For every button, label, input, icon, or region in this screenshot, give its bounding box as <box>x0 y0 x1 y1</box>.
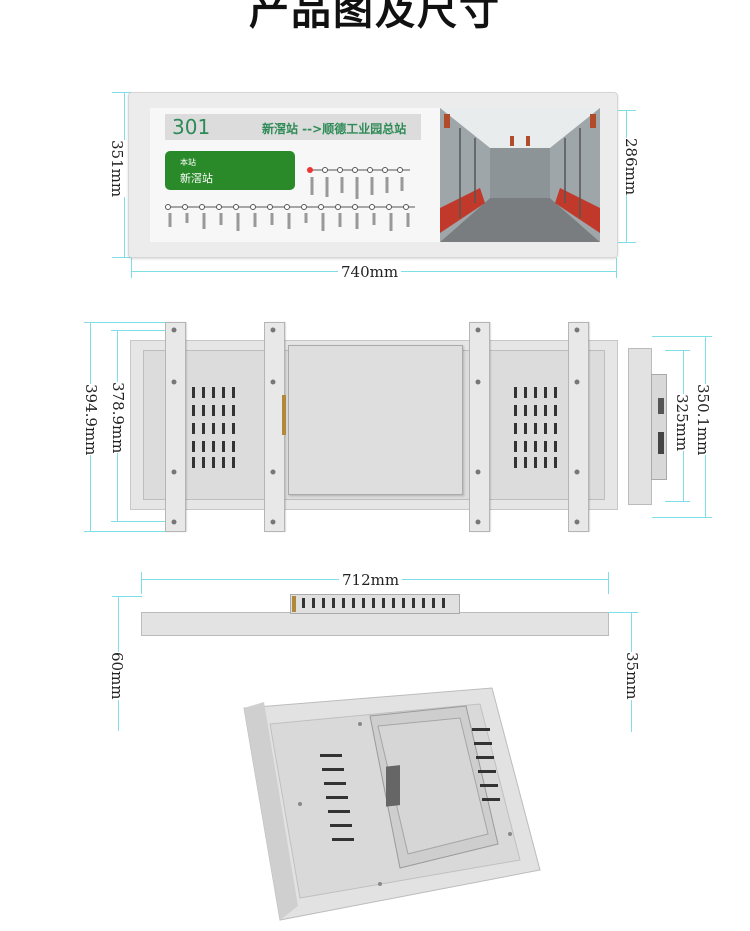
train-interior-illustration <box>440 108 600 242</box>
dim-line <box>84 531 174 532</box>
dim-line <box>111 521 173 522</box>
dim-depth-body: 35mm <box>621 652 643 700</box>
dim-side-outer: 350.1mm <box>692 384 714 456</box>
dim-back-outer-height: 394.9mm <box>80 384 102 456</box>
dim-line <box>652 517 712 518</box>
route-number: 301 <box>172 115 211 139</box>
vent-grille-right <box>514 387 557 468</box>
port-icon <box>658 432 664 454</box>
vent-grille-left <box>192 387 235 468</box>
dim-line <box>112 92 132 93</box>
station-line-graphic <box>165 167 415 231</box>
port-icon <box>658 398 664 414</box>
route-text: 新滘站 -->顺德工业园总站 <box>262 122 407 136</box>
mounting-bracket <box>568 322 589 532</box>
bottom-housing <box>141 612 609 636</box>
dim-line <box>616 258 617 278</box>
dim-line <box>652 336 712 337</box>
dim-line <box>111 330 173 331</box>
mounting-bracket <box>165 322 186 532</box>
dim-line <box>141 572 142 594</box>
dim-line <box>131 258 132 278</box>
bracket-holes <box>171 327 580 525</box>
page-title: 产品图及尺寸 <box>249 0 501 34</box>
dim-line <box>112 596 142 597</box>
control-box <box>288 345 463 495</box>
dim-bottom-width: 712mm <box>339 572 403 588</box>
dim-side-inner: 325mm <box>671 394 693 452</box>
perspective-product-photo <box>243 687 541 921</box>
dim-line <box>665 501 690 502</box>
antenna-icon <box>282 395 286 435</box>
dim-line <box>84 322 174 323</box>
train-interior-image <box>440 108 600 242</box>
dim-front-height: 351mm <box>106 140 128 198</box>
side-bracket <box>651 374 667 480</box>
dim-depth-total: 60mm <box>106 652 128 700</box>
dim-line <box>600 242 636 243</box>
side-housing <box>628 348 652 505</box>
dim-line <box>608 612 638 613</box>
current-station-label: 本站 <box>180 158 196 167</box>
dim-line <box>112 257 132 258</box>
current-station-name: 新滘站 <box>180 172 213 185</box>
dim-screen-height: 286mm <box>620 138 642 196</box>
route-bar <box>165 114 421 140</box>
dim-back-inner-height: 378.9mm <box>107 382 129 454</box>
dim-line <box>600 110 636 111</box>
dim-front-width: 740mm <box>338 264 402 280</box>
bottom-vent-slots <box>302 598 445 608</box>
dim-line <box>608 572 609 594</box>
dim-line <box>665 350 690 351</box>
mounting-bracket <box>469 322 490 532</box>
current-station-box <box>165 151 295 190</box>
antenna-icon <box>292 596 296 612</box>
